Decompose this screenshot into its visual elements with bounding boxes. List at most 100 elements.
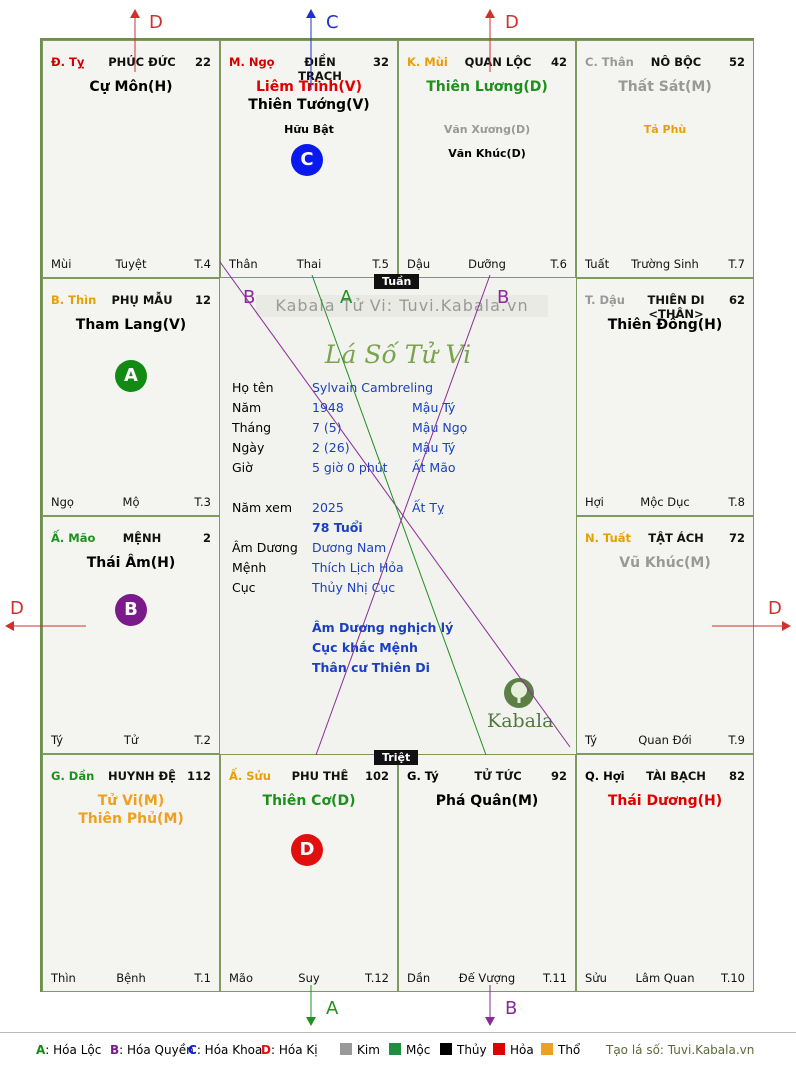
arrow-label-top-left: D — [149, 12, 163, 33]
palace-header: Q. Hợi TÀI BẠCH 82 — [585, 769, 745, 785]
thuy-swatch-icon — [440, 1043, 452, 1055]
star-label: Thất Sát(M) — [618, 79, 712, 95]
palace-footer: Tý Quan Đới T.9 — [585, 733, 745, 747]
palace-header: T. Dậu THIÊN DI <THÂN> 62 — [585, 293, 745, 321]
can-chi: Ấ. Mão — [51, 531, 96, 545]
footer-right: T.9 — [728, 733, 745, 747]
palace-number: 92 — [550, 769, 567, 783]
palace-footer: Thìn Bệnh T.1 — [51, 971, 211, 985]
footer-left: Mão — [229, 971, 254, 985]
legend-site[interactable]: Tạo lá số: Tuvi.Kabala.vn — [606, 1043, 755, 1057]
info-label: Âm Dương — [232, 540, 298, 555]
palace-header: Ấ. Sửu PHU THÊ 102 — [229, 769, 389, 785]
info-label: Ngày — [232, 440, 265, 455]
arrow-label-top-right: D — [505, 12, 519, 33]
footer-right: T.1 — [194, 971, 211, 985]
footer-left: Thìn — [51, 971, 76, 985]
note: Âm Dương nghịch lý — [312, 620, 454, 635]
palace-phu-the: Ấ. Sửu PHU THÊ 102 Thiên Cơ(D) Mão Suy T… — [220, 754, 398, 992]
arrow-label-left: D — [10, 598, 24, 619]
horoscope-chart: Đ. Tỵ PHÚC ĐỨC 22 Cự Môn(H) Mùi Tuyệt T.… — [40, 38, 754, 992]
footer-left: Dần — [407, 971, 431, 985]
palace-number: 72 — [728, 531, 745, 545]
kabala-wordmark: Kabala — [487, 710, 554, 732]
footer-right: T.5 — [372, 257, 389, 271]
palace-footer: Thân Thai T.5 — [229, 257, 389, 271]
star-label: Phá Quân(M) — [435, 793, 539, 809]
star-label: Thiên Cơ(D) — [262, 793, 356, 809]
footer-left: Hợi — [585, 495, 604, 509]
palace-number: 22 — [194, 55, 211, 69]
moc-swatch-icon — [389, 1043, 401, 1055]
palace-name: NÔ BỘC — [650, 55, 702, 69]
watermark-text: Kabala Tử Vi: Tuvi.Kabala.vn — [256, 295, 548, 317]
palace-header: Đ. Tỵ PHÚC ĐỨC 22 — [51, 55, 211, 71]
info-label: Giờ — [232, 460, 253, 475]
footer-left: Ngọ — [51, 495, 74, 509]
palace-name: TỬ TỨC — [474, 769, 522, 783]
palace-quan-loc: K. Mùi QUAN LỘC 42 Thiên Lương(D)Văn Xươ… — [398, 40, 576, 278]
info-value-2: Mậu Tý — [412, 400, 456, 415]
can-chi: M. Ngọ — [229, 55, 275, 69]
star-label: Vũ Khúc(M) — [619, 555, 711, 571]
info-value: 5 giờ 0 phút — [312, 460, 388, 475]
palace-name: PHU THÊ — [291, 769, 349, 783]
star-label: Thái Dương(H) — [607, 793, 723, 809]
footer-left: Mùi — [51, 257, 72, 271]
legend-a: A: Hóa Lộc — [36, 1043, 102, 1057]
star-label: Thiên Lương(D) — [426, 79, 548, 95]
palace-footer: Sửu Lâm Quan T.10 — [585, 971, 745, 985]
aspect-lines — [5, 9, 791, 1026]
palace-header: G. Tý TỬ TỨC 92 — [407, 769, 567, 785]
info-value: Sylvain Cambreling — [312, 380, 434, 395]
arrow-label-bottom-a: A — [326, 998, 339, 1019]
tree-icon — [504, 678, 534, 708]
palace-name: MỆNH — [122, 531, 162, 545]
footer-right: T.4 — [194, 257, 211, 271]
info-label: Tháng — [232, 420, 272, 435]
palace-footer: Tuất Trường Sinh T.7 — [585, 257, 745, 271]
note: Cục khắc Mệnh — [312, 640, 418, 655]
footer-left: Sửu — [585, 971, 607, 985]
palace-number: 102 — [364, 769, 389, 783]
footer-left: Tý — [585, 733, 598, 747]
can-chi: B. Thìn — [51, 293, 97, 307]
triet-tag: Triệt — [374, 750, 419, 765]
legend-d: D: Hóa Kị — [261, 1043, 318, 1057]
footer-mid: Mộc Dục — [640, 495, 690, 509]
can-chi: T. Dậu — [585, 293, 625, 307]
palace-number: 2 — [202, 531, 211, 545]
palace-name: PHỤ MẪU — [111, 293, 173, 307]
palace-footer: Tý Tử T.2 — [51, 733, 211, 747]
palace-thien-di: T. Dậu THIÊN DI <THÂN> 62 Thiên Đồng(H) … — [576, 278, 754, 516]
palace-number: 12 — [194, 293, 211, 307]
footer-mid: Thai — [296, 257, 322, 271]
info-value-2: Ất Mão — [412, 460, 456, 475]
badge-a: A — [115, 360, 147, 392]
can-chi: Q. Hợi — [585, 769, 625, 783]
star-label: Cự Môn(H) — [89, 79, 173, 95]
palace-phu-mau: B. Thìn PHỤ MẪU 12 Tham Lang(V) Ngọ Mộ T… — [42, 278, 220, 516]
footer-right: T.7 — [728, 257, 745, 271]
palace-header: M. Ngọ ĐIỀN TRẠCH 32 — [229, 55, 389, 83]
star-label: Tả Phù — [643, 123, 687, 136]
palace-footer: Hợi Mộc Dục T.8 — [585, 495, 745, 509]
badge-b: B — [115, 594, 147, 626]
info-label: Cục — [232, 580, 256, 595]
footer-right: T.11 — [543, 971, 567, 985]
legend-tho: Thổ — [541, 1043, 580, 1057]
palace-header: G. Dần HUYNH ĐỆ 112 — [51, 769, 211, 785]
footer-left: Tuất — [585, 257, 610, 271]
footer-mid: Tuyệt — [115, 257, 147, 271]
tho-swatch-icon — [541, 1043, 553, 1055]
palace-tat-ach: N. Tuất TẬT ÁCH 72 Vũ Khúc(M) Tý Quan Đớ… — [576, 516, 754, 754]
palace-name: THIÊN DI <THÂN> — [647, 293, 705, 321]
footer-left: Tý — [51, 733, 64, 747]
palace-name: PHÚC ĐỨC — [108, 55, 176, 69]
palace-number: 62 — [728, 293, 745, 307]
can-chi: C. Thân — [585, 55, 634, 69]
badge-d: D — [291, 834, 323, 866]
palace-number: 52 — [728, 55, 745, 69]
legend-hoa: Hỏa — [493, 1043, 534, 1057]
legend-thuy: Thủy — [440, 1043, 487, 1057]
